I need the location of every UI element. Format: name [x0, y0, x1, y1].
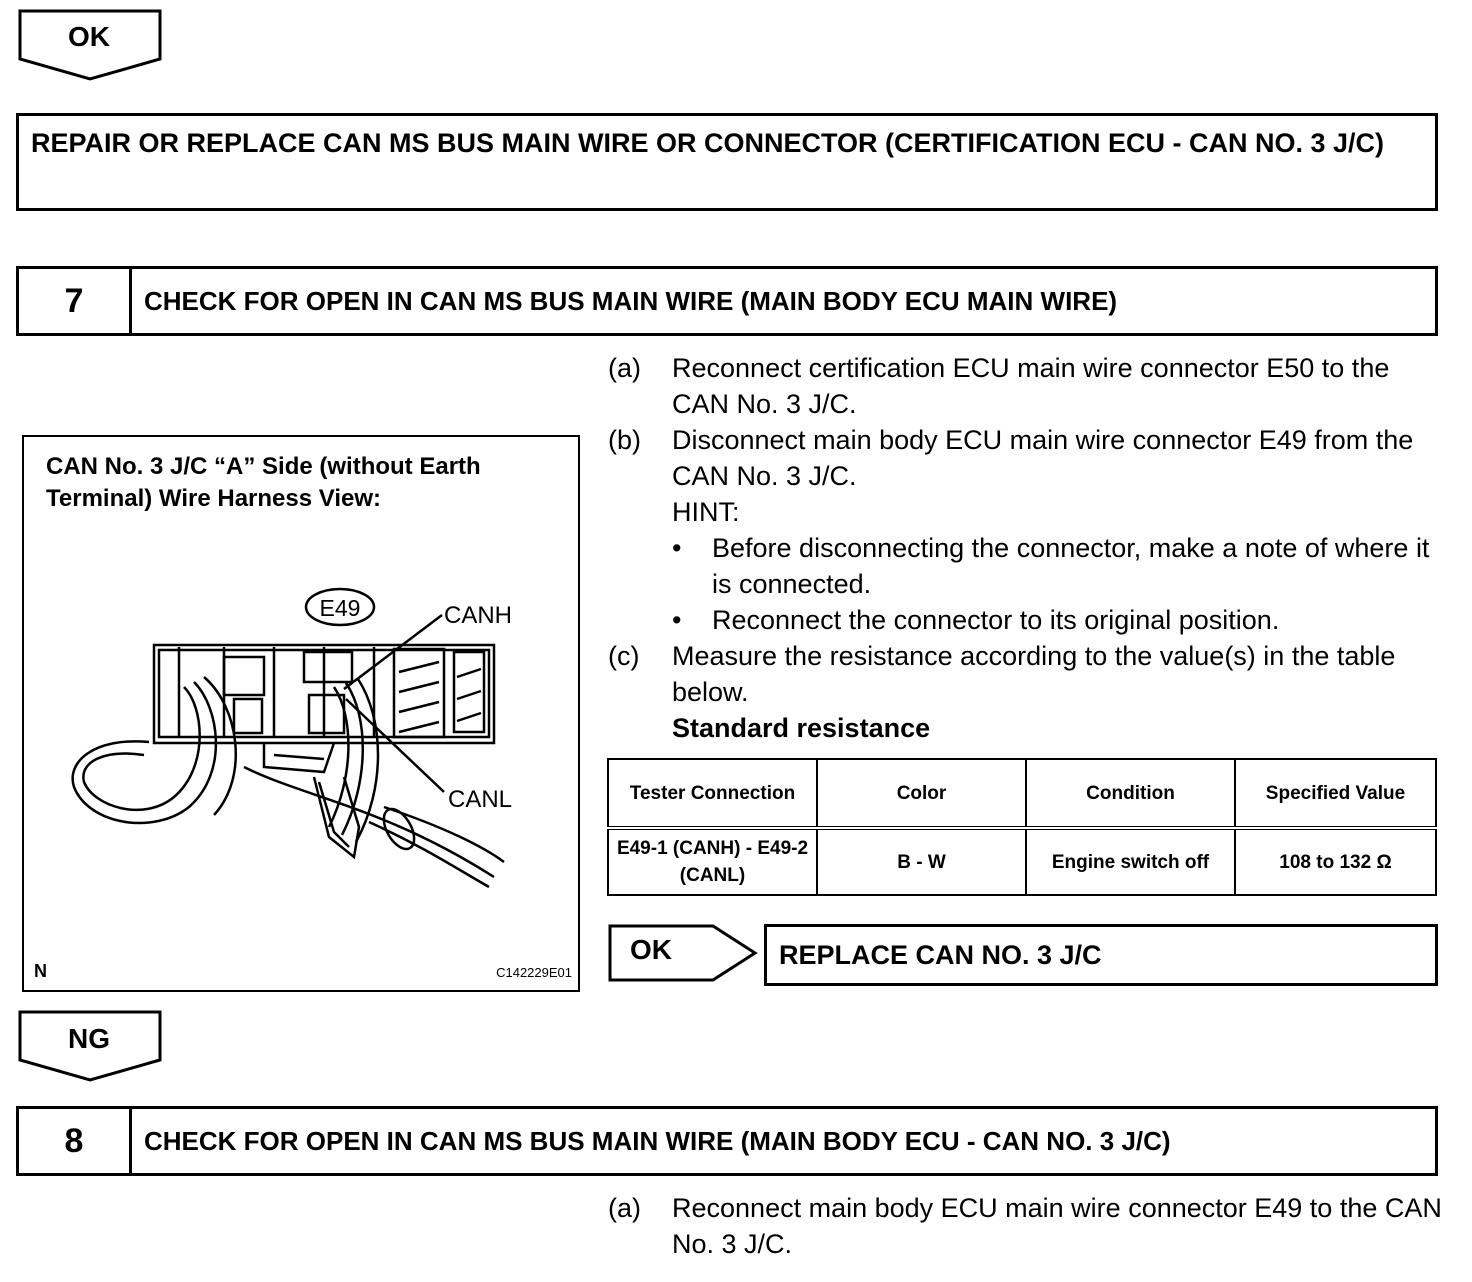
table-header: Tester Connection [607, 758, 818, 830]
flow-arrow-shape [18, 1010, 162, 1082]
step-8-instructions: (a) Reconnect main body ECU main wire co… [608, 1190, 1448, 1262]
table-header-row: Tester Connection Color Condition Specif… [607, 758, 1437, 830]
item-text: Reconnect certification ECU main wire co… [672, 353, 1390, 419]
instruction-item-a: (a) Reconnect certification ECU main wir… [608, 350, 1448, 422]
hint-bullet: • Reconnect the connector to its origina… [608, 602, 1448, 638]
connector-id-label: E49 [320, 595, 361, 621]
replace-result-box: REPLACE CAN NO. 3 J/C [764, 924, 1438, 986]
ng-flow-label: NG [68, 1023, 110, 1054]
table-header: Color [816, 758, 1027, 830]
item-text: Measure the resistance according to the … [672, 641, 1396, 707]
item-text: Disconnect main body ECU main wire conne… [672, 425, 1414, 491]
replace-result-text: REPLACE CAN NO. 3 J/C [779, 939, 1102, 970]
figure-title: CAN No. 3 J/C “A” Side (without Earth Te… [46, 453, 481, 512]
bullet-mark: • [672, 533, 682, 563]
item-marker: (a) [608, 353, 641, 383]
bullet-text: Reconnect the connector to its original … [712, 605, 1280, 635]
step-8-number: 8 [19, 1109, 132, 1173]
item-marker: (b) [608, 425, 641, 455]
hint-label: HINT: [672, 497, 740, 527]
ng-flow-arrow: NG [18, 1010, 162, 1082]
instruction-item-c: (c) Measure the resistance according to … [608, 638, 1448, 710]
step-7-number: 7 [19, 269, 132, 333]
right-arrow-shape [608, 924, 758, 982]
table-cell: E49-1 (CANH) - E49-2 (CANL) [607, 827, 818, 896]
canl-label: CANL [448, 786, 512, 813]
step-7-instructions: (a) Reconnect certification ECU main wir… [608, 350, 1448, 746]
step-7-title: CHECK FOR OPEN IN CAN MS BUS MAIN WIRE (… [144, 285, 1118, 316]
connector-illustration: E49 CANH CANL N C142229E01 [34, 587, 572, 981]
table-header: Condition [1025, 758, 1236, 830]
flow-arrow-shape [18, 9, 162, 81]
figure-code: C142229E01 [496, 965, 572, 980]
bullet-text: Before disconnecting the connector, make… [712, 533, 1430, 599]
table-cell: 108 to 132 Ω [1234, 827, 1437, 896]
figure-corner-mark: N [34, 961, 47, 981]
ok-flow-label: OK [68, 21, 110, 52]
repair-box: REPAIR OR REPLACE CAN MS BUS MAIN WIRE O… [16, 113, 1438, 211]
wire-harness-figure: CAN No. 3 J/C “A” Side (without Earth Te… [22, 435, 580, 992]
step-8-title: CHECK FOR OPEN IN CAN MS BUS MAIN WIRE (… [144, 1125, 1171, 1156]
ok-result-arrow: OK [608, 924, 758, 982]
step-8-header: 8 CHECK FOR OPEN IN CAN MS BUS MAIN WIRE… [16, 1106, 1438, 1176]
instruction-item-b: (b) Disconnect main body ECU main wire c… [608, 422, 1448, 494]
canh-label: CANH [444, 602, 512, 629]
item-text: Reconnect main body ECU main wire connec… [672, 1193, 1442, 1259]
item-marker: (c) [608, 641, 640, 671]
ok-result-label: OK [630, 934, 672, 965]
standard-resistance-label: Standard resistance [672, 713, 931, 743]
table-row: E49-1 (CANH) - E49-2 (CANL) B - W Engine… [607, 827, 1437, 896]
repair-box-text: REPAIR OR REPLACE CAN MS BUS MAIN WIRE O… [31, 128, 1385, 158]
table-header: Specified Value [1234, 758, 1437, 830]
item-marker: (a) [608, 1193, 641, 1223]
ok-flow-arrow: OK [18, 9, 162, 81]
resistance-table: Tester Connection Color Condition Specif… [607, 758, 1437, 896]
table-cell: Engine switch off [1025, 827, 1236, 896]
instruction-item-a: (a) Reconnect main body ECU main wire co… [608, 1190, 1448, 1262]
bullet-mark: • [672, 605, 682, 635]
table-cell: B - W [816, 827, 1027, 896]
hint-bullet: • Before disconnecting the connector, ma… [608, 530, 1448, 602]
step-7-header: 7 CHECK FOR OPEN IN CAN MS BUS MAIN WIRE… [16, 266, 1438, 336]
